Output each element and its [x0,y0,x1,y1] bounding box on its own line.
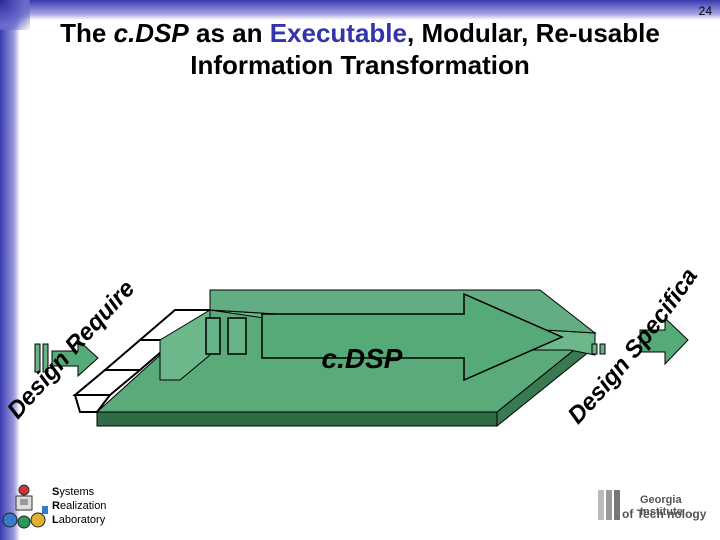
title-part-modular: , Modular, Re-usable [407,18,660,48]
title-part-as-an: as an [188,18,270,48]
lab-name-line-3: Laboratory [52,513,106,527]
input-arrow-bar-2 [42,343,49,373]
lab-initial-r: R [52,500,60,512]
srl-logo-icon [2,484,48,529]
input-arrow [51,338,99,378]
slide-frame-top [0,0,720,20]
arrow-tail-bar-1 [205,317,221,355]
output-arrow-bar-1 [591,343,598,355]
platform-front-edge [96,411,498,427]
slide-title: The c.DSP as an Executable, Modular, Re-… [20,17,700,81]
slide-frame-left [0,0,20,540]
cdsp-label: c.DSP [322,343,403,374]
page-number: 24 [698,4,712,18]
lab-name-line-2: Realization [52,499,106,513]
title-part-executable: Executable [269,18,407,48]
georgia-tech-line-1: Georgia Institute [640,494,683,518]
georgia-tech-logo-icon [598,490,620,520]
lab-initial-s: S [52,486,60,498]
title-part-cdsp: c.DSP [113,18,189,48]
slide-title-line-2: Information Transformation [190,50,530,80]
input-arrow-bar-1 [34,343,41,373]
design-requirements-label: Design Requirements [0,0,140,424]
arrow-tail-bar-2 [227,317,247,355]
lab-name-line-1: Systems [52,485,106,499]
lab-rest-systems: ystems [59,486,95,498]
output-arrow [639,316,689,366]
lab-initial-l: L [52,514,59,526]
lab-rest-realization: ealization [59,500,107,512]
lab-name: Systems Realization Laboratory [52,485,106,527]
transformation-arrow [261,292,564,382]
slide-frame-corner [0,0,30,30]
georgia-tech-line-2: of Tech nology [622,507,707,521]
title-part-the: The [60,18,114,48]
output-arrow-bar-2 [599,343,606,355]
slide-title-line-1: The c.DSP as an Executable, Modular, Re-… [20,17,700,49]
lab-rest-laboratory: aboratory [58,514,106,526]
